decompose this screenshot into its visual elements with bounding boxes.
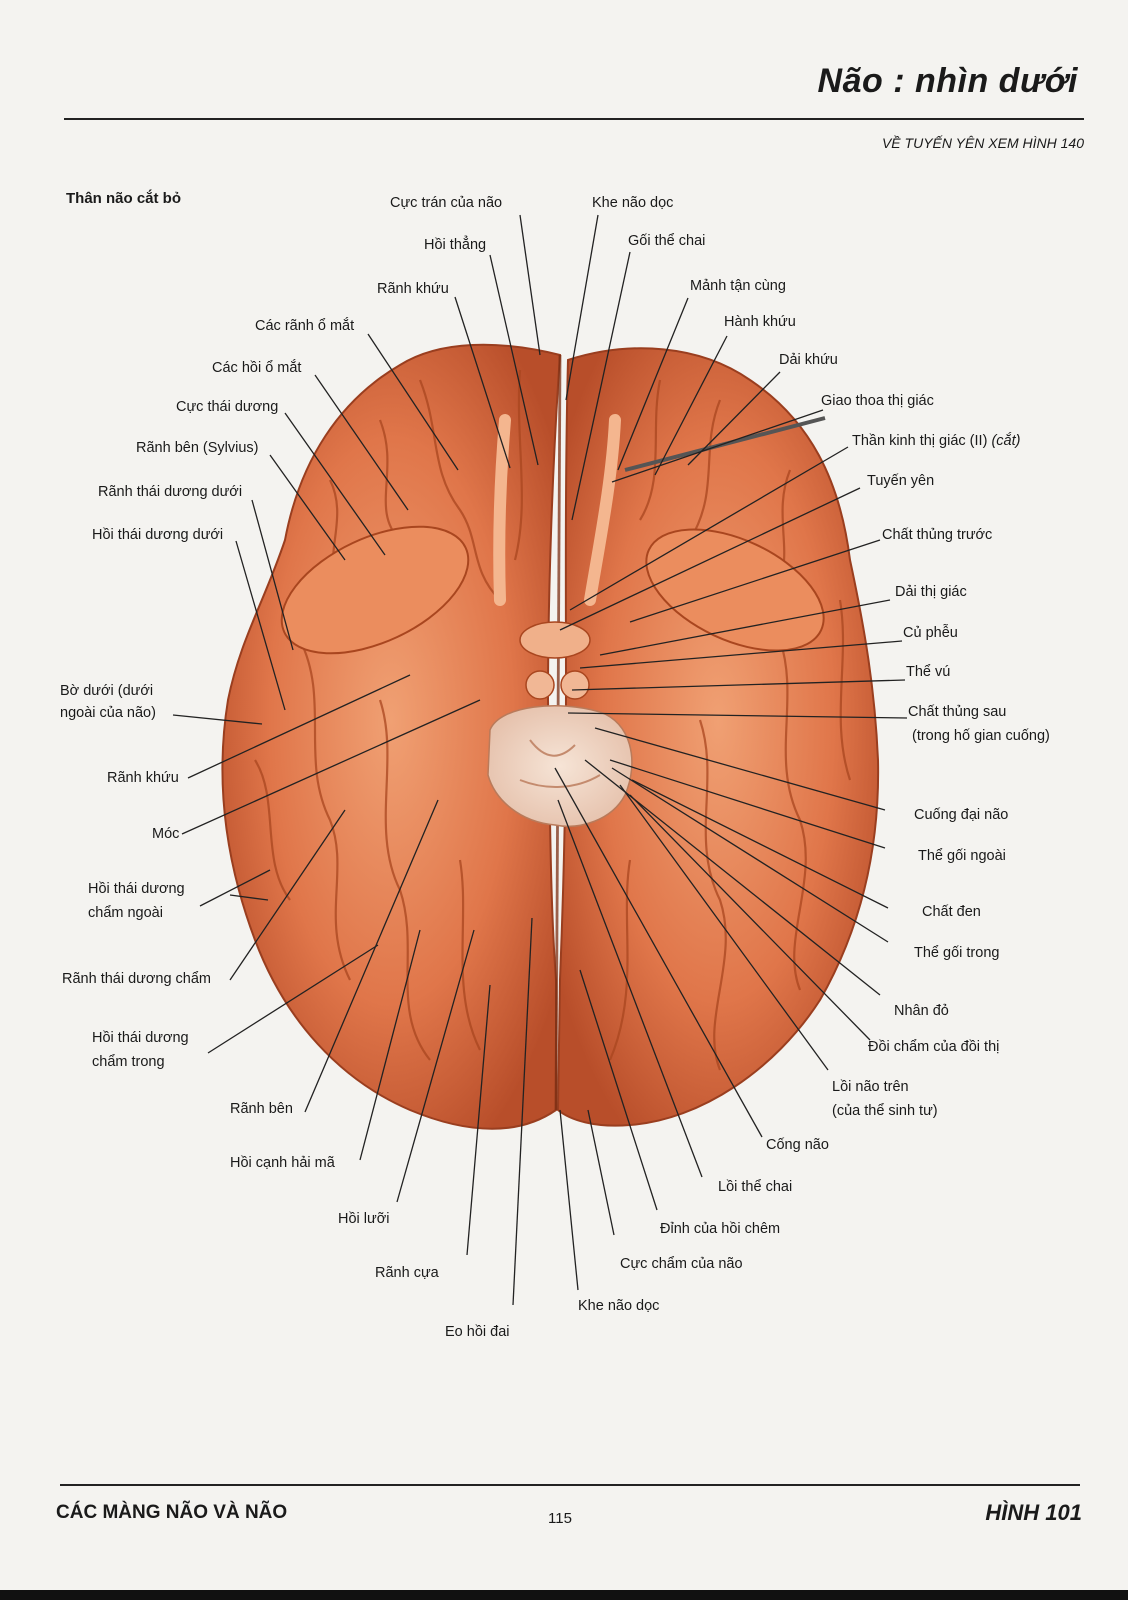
label-inferior-temporal-sulcus: Rãnh thái dương dưới [98,484,243,500]
cerebrum [221,343,880,1130]
label-genu-corpus-callosum: Gối thể chai [628,233,706,249]
section-title: CÁC MÀNG NÃO VÀ NÃO [56,1502,288,1523]
brainstem-removed-note: Thân não cắt bỏ [66,190,182,207]
optic-chiasm [519,621,591,659]
label-orbital-gyri: Các hồi ổ mắt [212,360,302,376]
label-temporal-pole: Cực thái dương [176,399,279,415]
label-apex-cuneus: Đỉnh của hồi chêm [660,1221,781,1237]
label-occipitotemporal-sulcus: Rãnh thái dương chẩm [62,971,211,987]
label-lamina-terminalis: Mảnh tận cùng [690,278,786,294]
label-superior-colliculus: Lồi não trên (của thể sinh tư) [832,1075,938,1123]
mammillary-body-left [525,670,555,700]
label-pituitary: Tuyến yên [867,473,935,489]
scan-edge [0,1590,1128,1600]
label-superior-colliculus-line2: (của thể sinh tư) [832,1103,938,1119]
label-tuber-cinereum: Củ phễu [903,625,958,641]
label-optic-nerve: Thần kinh thị giác (II) (cắt) [852,430,1020,453]
page-title: Não : nhìn dưới [817,62,1078,100]
page-number: 115 [548,1510,572,1527]
label-lot-gyrus-line2: chẩm ngoài [88,905,163,921]
label-inferior-margin: Bờ dưới (dưới ngoài của não) [60,680,156,724]
label-frontal-pole: Cực trán của não [390,195,503,211]
label-parahippocampal-gyrus: Hồi cạnh hải mã [230,1155,335,1171]
label-lateral-sulcus-bottom: Rãnh bên [230,1101,293,1117]
label-optic-tract: Dải thị giác [895,584,967,600]
label-posterior-perforated-line1: Chất thủng sau [908,704,1007,720]
label-optic-nerve-text: Thần kinh thị giác (II) [852,433,988,449]
label-lot-gyrus-line1: Hồi thái dương [88,881,185,897]
label-posterior-perforated-line2: (trong hố gian cuống) [912,728,1050,744]
midbrain-cut-surface [487,705,633,827]
label-inferior-margin-line2: ngoài của não) [60,705,156,721]
left-temporal-pole [280,525,470,655]
label-isthmus-cingulate: Eo hồi đai [445,1324,510,1340]
label-occipital-pole: Cực chẩm của não [620,1256,743,1272]
label-gyrus-rectus: Hồi thẳng [424,237,487,253]
label-mot-gyrus-line2: chẩm trong [92,1054,165,1070]
label-red-nucleus: Nhân đỏ [894,1003,949,1019]
label-olfactory-bulb: Hành khứu [724,314,796,330]
label-mot-gyrus-line1: Hồi thái dương [92,1030,189,1046]
label-substantia-nigra: Chất đen [922,904,981,920]
label-lingual-gyrus: Hồi lưỡi [338,1211,390,1227]
label-cerebral-aqueduct: Cống não [766,1137,829,1153]
label-lateral-occipitotemporal-gyrus: Hồi thái dương chẩm ngoài [88,877,185,925]
label-lateral-geniculate-body: Thể gối ngoài [918,848,1006,864]
label-medial-geniculate-body: Thể gối trong [914,945,1000,961]
label-longitudinal-fissure-top: Khe não dọc [592,195,674,211]
label-olfactory-sulcus-left: Rãnh khứu [107,770,179,786]
label-optic-chiasm: Giao thoa thị giác [821,393,934,409]
label-pulvinar-thalamus: Đồi chẩm của đồi thị [868,1039,1000,1055]
footer-rule [60,1484,1080,1486]
label-calcarine-sulcus: Rãnh cựa [375,1265,439,1281]
label-longitudinal-fissure-bottom: Khe não dọc [578,1298,660,1314]
olfactory-tract-left [493,414,511,606]
cross-reference-note: VỀ TUYẾN YÊN XEM HÌNH 140 [881,135,1084,151]
leader-lines [172,214,908,1306]
label-uncus: Móc [152,826,180,842]
right-temporal-pole [645,528,825,652]
olfactory-tract-right [584,414,621,606]
header-rule [64,118,1084,120]
label-inferior-margin-line1: Bờ dưới (dưới [60,683,154,699]
figure-number: HÌNH 101 [985,1500,1082,1525]
label-cerebral-peduncle: Cuống đại não [914,807,1009,823]
label-anterior-perforated-substance: Chất thủng trước [882,527,993,543]
label-mammillary-body: Thể vú [906,664,951,680]
label-medial-occipitotemporal-gyrus: Hồi thái dương chẩm trong [92,1026,189,1074]
label-inferior-temporal-gyrus: Hồi thái dương dưới [92,527,224,543]
label-optic-nerve-cut: (cắt) [991,433,1021,449]
label-olfactory-sulcus-top: Rãnh khứu [377,281,449,297]
label-orbital-sulci: Các rãnh ổ mắt [255,318,355,334]
label-lateral-sulcus-sylvius: Rãnh bên (Sylvius) [136,440,259,456]
label-olfactory-tract: Dải khứu [779,352,838,368]
mammillary-body-right [560,670,590,700]
label-superior-colliculus-line1: Lồi não trên [832,1079,909,1095]
label-posterior-perforated-substance: Chất thủng sau (trong hố gian cuống) [908,700,1050,748]
label-splenium-corpus-callosum: Lồi thể chai [718,1179,793,1195]
